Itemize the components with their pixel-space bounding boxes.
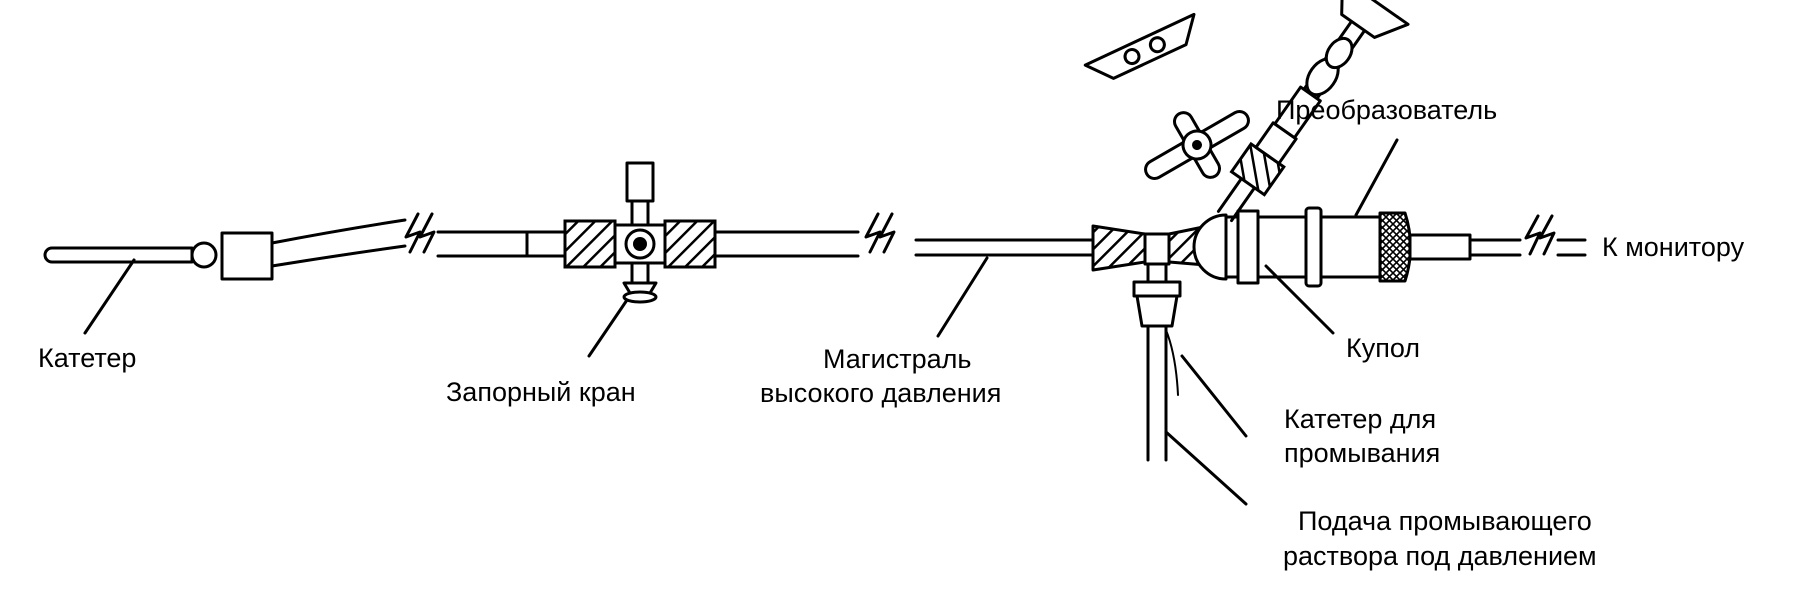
upper-stopcock-assembly <box>1083 0 1410 223</box>
label-flush-supply-2: раствора под давлением <box>1283 541 1597 571</box>
label-stopcock: Запорный кран <box>446 377 636 407</box>
line-break-mark-3 <box>1524 214 1587 257</box>
transducer-assembly <box>1192 206 1522 288</box>
label-flush-catheter-2: промывания <box>1284 438 1441 468</box>
label-flush-catheter-1: Катетер для <box>1284 404 1437 434</box>
label-transducer: Преобразователь <box>1276 95 1498 125</box>
label-line-1: Магистраль <box>823 344 972 374</box>
label-line-2: высокого давления <box>760 378 1002 408</box>
label-flush-supply-1: Подача промывающего <box>1298 506 1592 536</box>
stopcock-assembly <box>436 161 860 304</box>
label-to-monitor: К монитору <box>1602 232 1745 262</box>
line-break-mark-2 <box>864 212 896 254</box>
line-break-mark-1 <box>404 212 436 254</box>
catheter-assembly <box>43 218 407 281</box>
label-catheter: Катетер <box>38 343 137 373</box>
label-dome: Купол <box>1346 333 1421 363</box>
leader-lines <box>83 138 1399 506</box>
high-pressure-line <box>914 238 1095 257</box>
